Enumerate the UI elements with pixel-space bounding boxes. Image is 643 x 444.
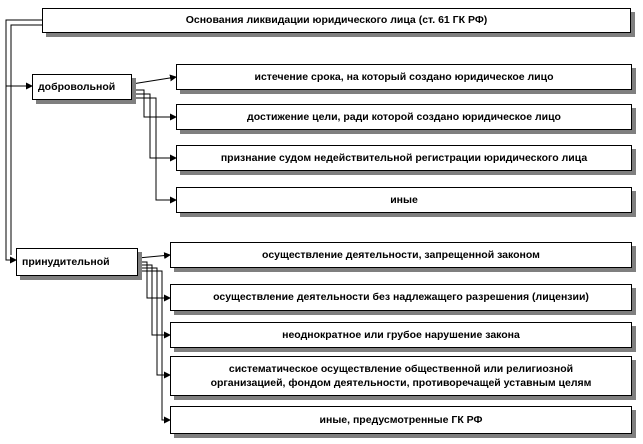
forced-item-text: неоднократное или грубое нарушение закон… xyxy=(282,328,520,341)
connector-forced-item-2 xyxy=(138,261,171,302)
forced-item-text: осуществление деятельности без надлежаще… xyxy=(213,291,589,304)
title-box: Основания ликвидации юридического лица (… xyxy=(42,8,631,33)
connector-forced-item-1 xyxy=(137,252,171,260)
connector-title-shadow xyxy=(10,24,42,255)
voluntary-item: достижение цели, ради которой создано юр… xyxy=(176,104,632,130)
connector-voluntary-item-1 xyxy=(131,74,177,85)
forced-item-text: осуществление деятельности, запрещенной … xyxy=(262,248,540,261)
voluntary-item: иные xyxy=(176,187,632,213)
forced-item: иные, предусмотренные ГК РФ xyxy=(170,406,632,434)
forced-item: систематическое осуществление общественн… xyxy=(170,356,632,396)
group-voluntary-label: добровольной xyxy=(38,80,116,93)
voluntary-item: истечение срока, на который создано юрид… xyxy=(176,64,632,90)
title-text: Основания ликвидации юридического лица (… xyxy=(185,14,488,27)
forced-item: неоднократное или грубое нарушение закон… xyxy=(170,322,632,348)
voluntary-item-text: достижение цели, ради которой создано юр… xyxy=(247,110,561,123)
connector-forced-item-5 xyxy=(138,270,171,424)
connector-title-to-voluntary xyxy=(5,19,42,90)
voluntary-item: признание судом недействительной регистр… xyxy=(176,145,632,171)
group-forced-label: принудительной xyxy=(22,255,110,268)
connector-forced-item-4 xyxy=(138,267,171,379)
forced-item: осуществление деятельности, запрещенной … xyxy=(170,242,632,268)
voluntary-item-text: истечение срока, на который создано юрид… xyxy=(254,70,554,83)
connector-voluntary-item-2 xyxy=(132,89,177,121)
forced-item: осуществление деятельности без надлежаще… xyxy=(170,284,632,311)
forced-item-text: систематическое осуществление общественн… xyxy=(210,362,592,389)
connector-voluntary-item-4 xyxy=(132,97,177,204)
forced-item-text: иные, предусмотренные ГК РФ xyxy=(319,413,483,426)
group-voluntary: добровольной xyxy=(32,74,132,100)
connector-forced-item-3 xyxy=(138,264,171,339)
group-forced: принудительной xyxy=(16,248,138,276)
voluntary-item-text: иные xyxy=(390,193,418,206)
voluntary-item-text: признание судом недействительной регистр… xyxy=(220,151,588,164)
connector-voluntary-item-3 xyxy=(132,93,177,162)
connector-title-to-forced xyxy=(5,86,17,264)
